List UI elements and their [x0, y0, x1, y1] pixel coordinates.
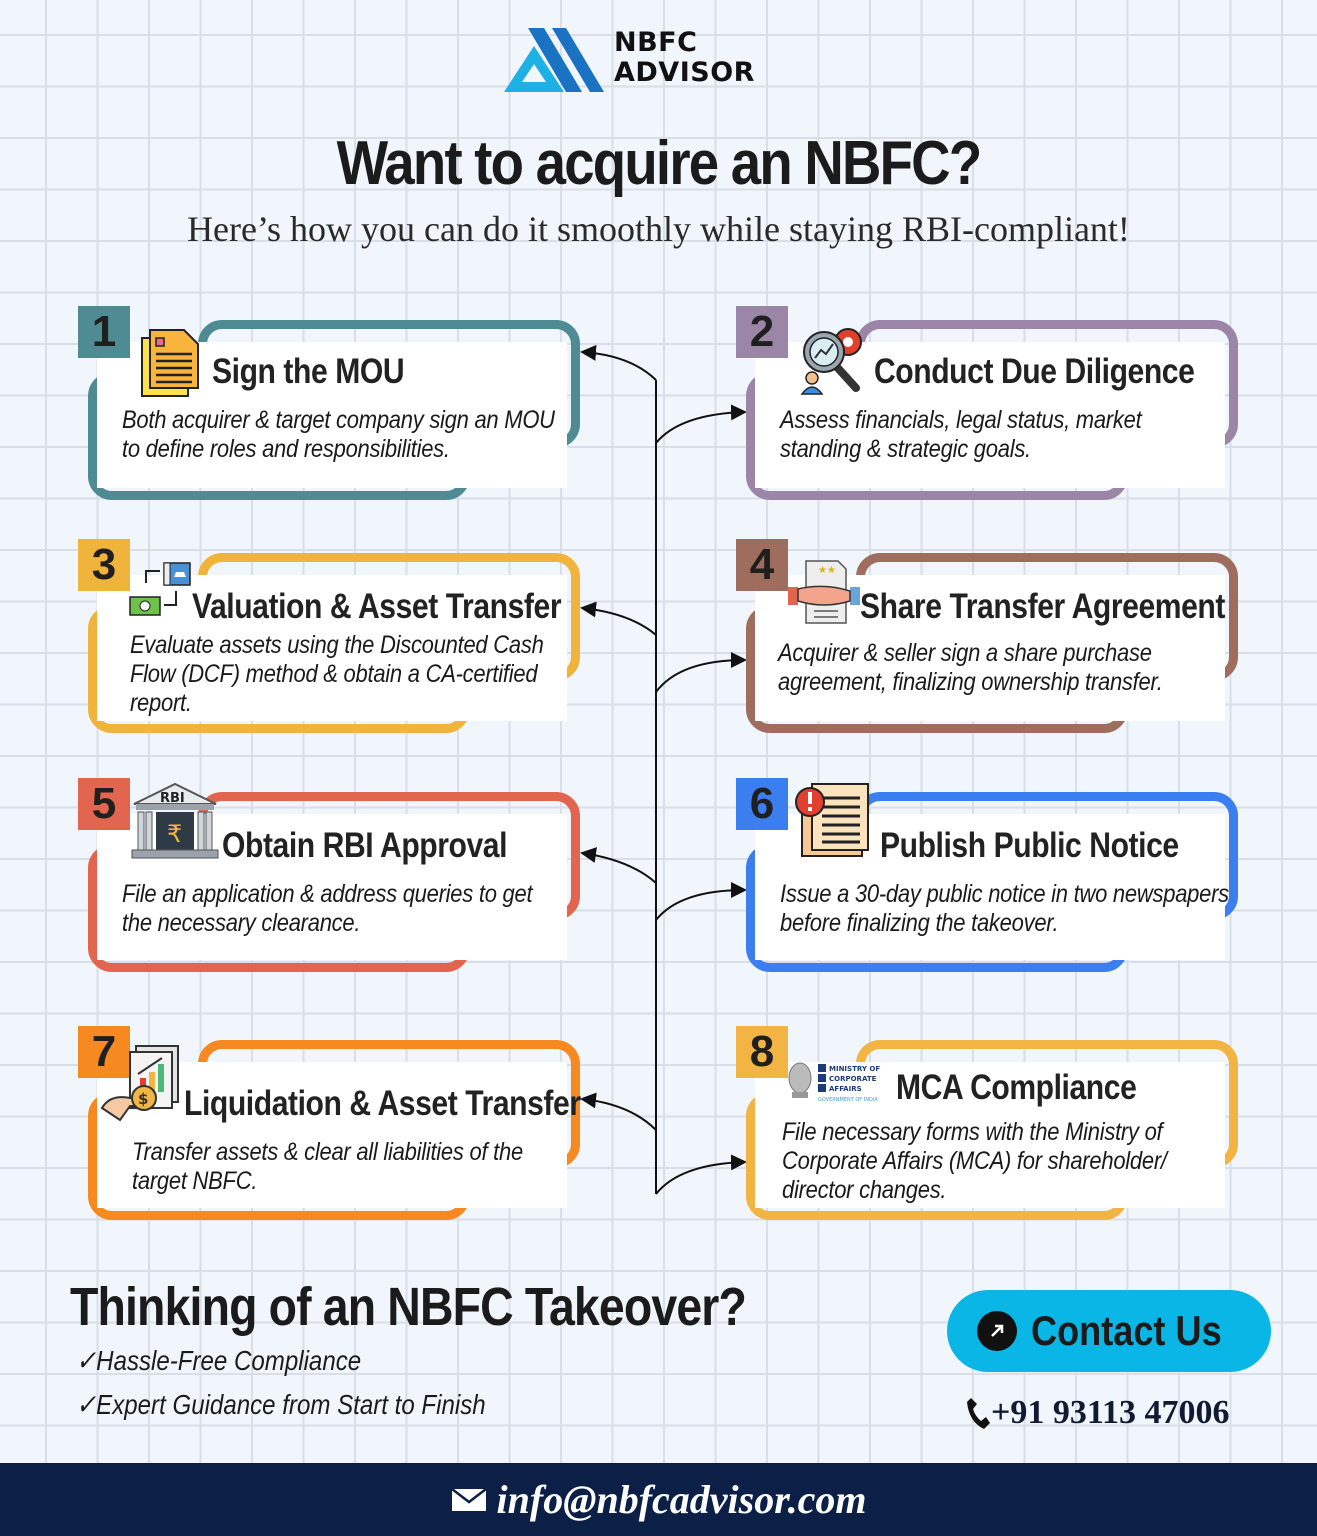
step-description: File necessary forms with the Ministry o…	[782, 1118, 1167, 1204]
contact-us-button[interactable]: Contact Us	[947, 1290, 1271, 1372]
page-subtitle: Here’s how you can do it smoothly while …	[187, 209, 1130, 249]
step-description: Assess financials, legal status, market …	[780, 406, 1142, 463]
mca-logo-icon: MINISTRY OF CORPORATE AFFAIRS GOVERNMENT…	[788, 1062, 880, 1103]
step-number: 3	[78, 539, 130, 591]
svg-text:$: $	[138, 1090, 148, 1108]
phone-number[interactable]: +91 93113 47006	[965, 1394, 1230, 1432]
step-description: Issue a 30-day public notice in two news…	[780, 880, 1229, 937]
benefit-bullet-1: ✓Hassle-Free Compliance	[76, 1345, 362, 1376]
step-title: Sign the MOU	[212, 352, 405, 391]
step-card-5: 5 RBI ₹ Obtain RBI Approval File an appl…	[78, 778, 588, 992]
magnifier-gear-icon	[800, 328, 862, 395]
step-number: 6	[736, 778, 788, 830]
money-transfer-icon	[129, 562, 191, 616]
step-description: Acquirer & seller sign a share purchase …	[778, 639, 1163, 696]
step-number: 4	[736, 539, 788, 591]
brand-line2: ADVISOR	[614, 57, 755, 88]
footer-bar: info@nbfcadvisor.com	[0, 1463, 1317, 1536]
arrow-up-right-icon	[977, 1311, 1017, 1351]
public-notice-icon	[795, 783, 869, 857]
step-title: Publish Public Notice	[880, 826, 1179, 865]
step-title: Liquidation & Asset Transfer	[184, 1084, 581, 1123]
mail-icon	[450, 1487, 487, 1511]
step-card-2: 2 Conduct Due Diligence Assess financial…	[736, 306, 1246, 520]
step-number: 7	[78, 1026, 130, 1078]
handshake-contract-icon: ★★	[788, 560, 860, 624]
step-number: 2	[736, 306, 788, 358]
step-number: 1	[78, 306, 130, 358]
flow-connector	[580, 344, 747, 1195]
step-card-8: 8 MINISTRY OF CORPORATE AFFAIRS GOVERNME…	[736, 1026, 1246, 1240]
step-title: MCA Compliance	[896, 1068, 1137, 1107]
svg-text:AFFAIRS: AFFAIRS	[829, 1085, 862, 1093]
page-title: Want to acquire an NBFC?	[336, 129, 983, 198]
document-icon	[141, 329, 199, 397]
step-card-3: 3 Valuation & Asset Transfer Evaluate as…	[78, 539, 588, 753]
svg-text:CORPORATE: CORPORATE	[829, 1075, 877, 1083]
phone-icon	[967, 1398, 990, 1429]
step-title: Valuation & Asset Transfer	[192, 587, 562, 626]
contact-us-label: Contact Us	[1031, 1307, 1222, 1354]
hand-coin-chart-icon: $	[100, 1045, 179, 1122]
step-title: Conduct Due Diligence	[874, 352, 1195, 391]
step-card-1: 1 Sign the MOU Both acquirer & target co…	[78, 306, 588, 520]
step-title: Share Transfer Agreement	[860, 587, 1225, 626]
step-description: Both acquirer & target company sign an M…	[122, 406, 555, 463]
svg-text:GOVERNMENT OF INDIA: GOVERNMENT OF INDIA	[818, 1097, 878, 1103]
brand-line1: NBFC	[614, 27, 698, 58]
step-card-6: 6 Publish Public Notice Issue a 30-day p…	[736, 778, 1246, 992]
step-description: Transfer assets & clear all liabilities …	[132, 1138, 523, 1195]
email-link[interactable]: info@nbfcadvisor.com	[496, 1477, 867, 1522]
step-card-4: 4 ★★ Share Transfer Agreement Acquirer &…	[736, 539, 1246, 753]
step-number: 8	[736, 1026, 788, 1078]
rbi-bank-icon: RBI ₹	[131, 782, 219, 859]
step-card-7: 7 $ Liquidation & Asset Transfer Transfe…	[78, 1026, 588, 1240]
phone-text: +91 93113 47006	[991, 1394, 1230, 1431]
brand-logo: NBFC ADVISOR	[504, 24, 784, 96]
benefit-bullet-2: ✓Expert Guidance from Start to Finish	[76, 1389, 486, 1420]
step-description: File an application & address queries to…	[122, 880, 533, 937]
step-number: 5	[78, 778, 130, 830]
svg-text:MINISTRY OF: MINISTRY OF	[829, 1065, 880, 1073]
svg-text:★★: ★★	[818, 565, 836, 576]
svg-text:RBI: RBI	[160, 791, 185, 806]
step-title: Obtain RBI Approval	[222, 826, 508, 865]
cta-title: Thinking of an NBFC Takeover?	[70, 1277, 747, 1337]
step-description: Evaluate assets using the Discounted Cas…	[130, 631, 544, 717]
mountain-logo-icon	[504, 28, 604, 92]
svg-text:₹: ₹	[167, 820, 182, 848]
